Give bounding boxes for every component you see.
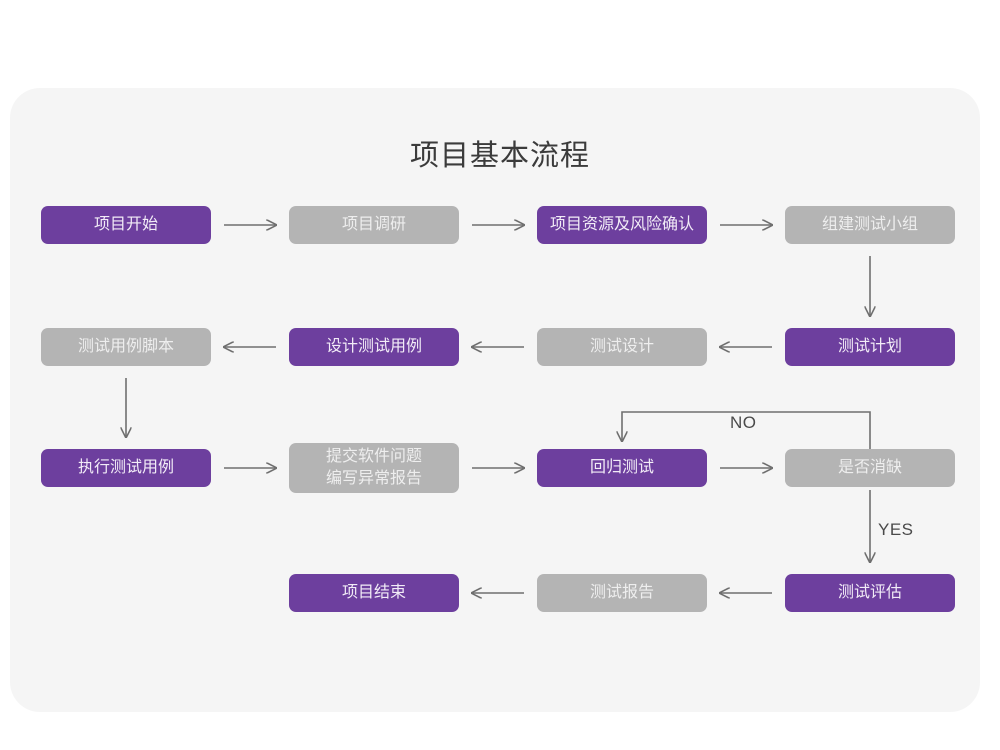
node-project-research[interactable]: 项目调研 bbox=[289, 206, 459, 244]
node-test-design[interactable]: 测试设计 bbox=[537, 328, 707, 366]
node-test-report[interactable]: 测试报告 bbox=[537, 574, 707, 612]
node-test-evaluation[interactable]: 测试评估 bbox=[785, 574, 955, 612]
node-project-end[interactable]: 项目结束 bbox=[289, 574, 459, 612]
page-title: 项目基本流程 bbox=[409, 140, 590, 172]
node-execute-test-case[interactable]: 执行测试用例 bbox=[41, 449, 211, 487]
node-regression-test[interactable]: 回归测试 bbox=[537, 449, 707, 487]
node-form-test-team[interactable]: 组建测试小组 bbox=[785, 206, 955, 244]
node-resource-risk-confirm[interactable]: 项目资源及风险确认 bbox=[537, 206, 707, 244]
edge-label-yes: YES bbox=[878, 520, 914, 539]
diagram-card bbox=[10, 88, 980, 712]
node-defects-cleared[interactable]: 是否消缺 bbox=[785, 449, 955, 487]
edge-label-no: NO bbox=[730, 413, 757, 432]
node-submit-issue-write-report[interactable]: 提交软件问题 编写异常报告 bbox=[289, 443, 459, 493]
node-design-test-case[interactable]: 设计测试用例 bbox=[289, 328, 459, 366]
node-test-case-script[interactable]: 测试用例脚本 bbox=[41, 328, 211, 366]
node-test-plan[interactable]: 测试计划 bbox=[785, 328, 955, 366]
node-project-start[interactable]: 项目开始 bbox=[41, 206, 211, 244]
